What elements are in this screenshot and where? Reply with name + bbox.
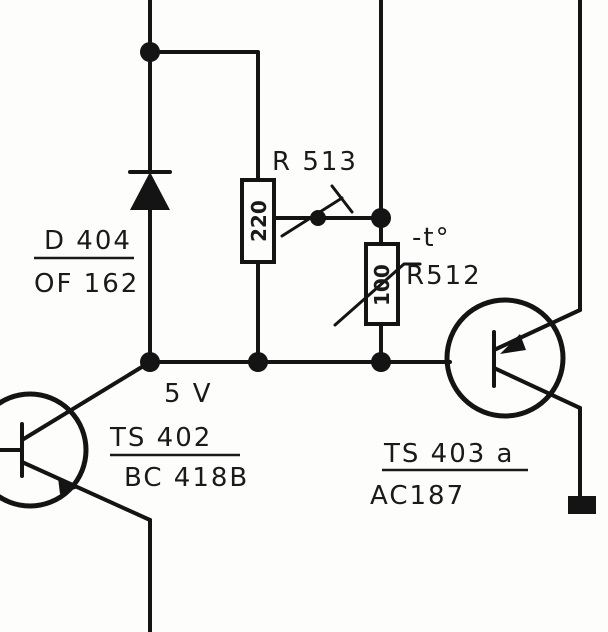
d404-ref-label: D 404 (44, 226, 132, 256)
r512-ref-label: R512 (406, 261, 482, 291)
r513-value-label: 220 (247, 200, 271, 242)
r512-mark-label: -t° (412, 223, 451, 253)
ts403a-emitter-arrow (500, 334, 526, 354)
thermistor-slope-line (333, 262, 422, 327)
diode-symbol (130, 172, 170, 210)
r513-wiper-dot (310, 210, 326, 226)
junction-r513-bottom (248, 352, 268, 372)
node-voltage-label: 5 V (164, 379, 213, 409)
ts402-type-label: BC 418B (124, 463, 249, 493)
r513-adjust-tip (330, 184, 354, 214)
ts402-collector (20, 360, 152, 442)
ts403a-collector (492, 308, 582, 352)
ts402-emitter (20, 460, 152, 522)
ts403a-type-label: AC187 (370, 481, 465, 511)
ground-terminal (568, 496, 596, 514)
d404-type-label: OF 162 (34, 269, 139, 299)
ts402-emitter-arrow (58, 478, 78, 494)
ts402-ref-label: TS 402 (109, 423, 212, 453)
junction-r512-bottom (371, 352, 391, 372)
wire-top-branch (148, 50, 260, 182)
r512-value-label: 100 (370, 264, 394, 306)
transistor-ts402-body (0, 391, 89, 509)
ts403a-ref-label: TS 403 a (383, 439, 514, 469)
transistor-ts403a-body (444, 297, 566, 419)
ts403a-emitter (492, 366, 582, 410)
r513-ref-label: R 513 (272, 147, 358, 177)
